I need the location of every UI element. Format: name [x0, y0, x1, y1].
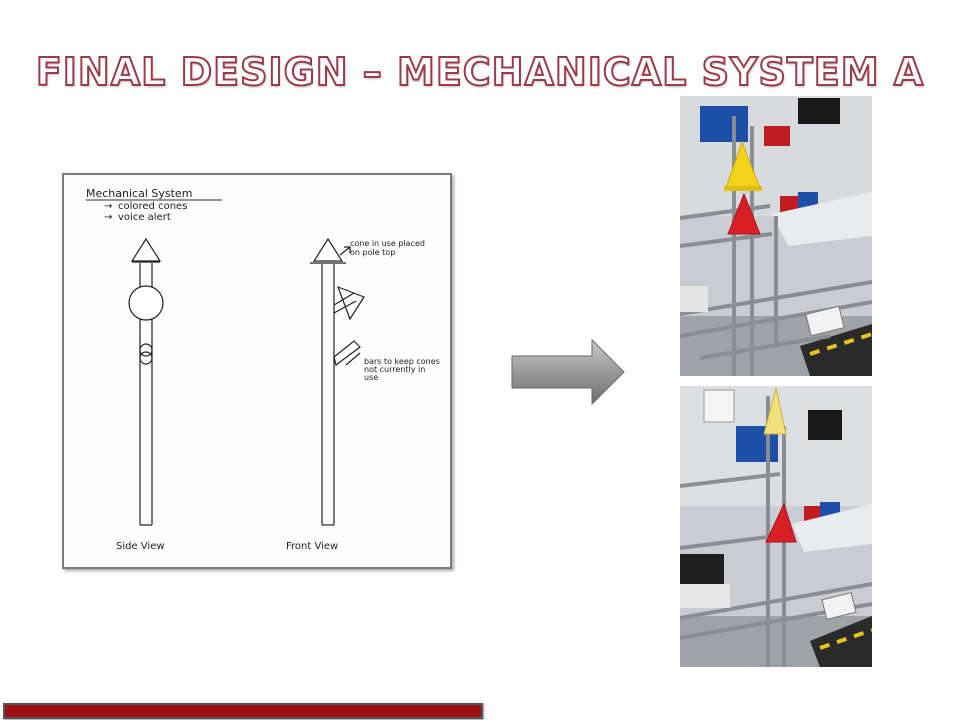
- note-bottom-line-1: bars to keep cones: [364, 357, 440, 366]
- note-top-line-1: cone in use placed: [350, 239, 425, 248]
- sketch-drawing: Mechanical System → colored cones → voic…: [86, 187, 440, 552]
- note-top-line-2: on pole top: [350, 248, 395, 257]
- yellow-cone: [763, 387, 787, 435]
- prototype-photo-2: [680, 386, 872, 667]
- front-view-label: Front View: [286, 541, 338, 552]
- side-view-pole: [128, 237, 164, 526]
- note-bottom-line-3: use: [364, 373, 378, 382]
- bullet-voice-alert: voice alert: [118, 212, 171, 223]
- footer-bar: [3, 703, 483, 719]
- arrow-bullet-icon: →: [104, 201, 112, 212]
- right-arrow-icon: [510, 338, 630, 412]
- red-cone: [727, 192, 761, 235]
- blue-bin: [700, 106, 748, 142]
- mechanical-sketch: Mechanical System → colored cones → voic…: [62, 173, 452, 569]
- red-cone: [765, 502, 797, 543]
- arrow-bullet-icon: →: [104, 212, 112, 223]
- bullet-colored-cones: colored cones: [118, 201, 187, 212]
- note-bottom-line-2: not currently in: [364, 365, 425, 374]
- side-view-label: Side View: [116, 541, 165, 552]
- sketch-heading: Mechanical System: [86, 187, 192, 200]
- front-view-pole: [310, 237, 365, 526]
- prototype-photo-1: [680, 96, 872, 376]
- slide-title: Final Design – Mechanical System A: [35, 49, 925, 95]
